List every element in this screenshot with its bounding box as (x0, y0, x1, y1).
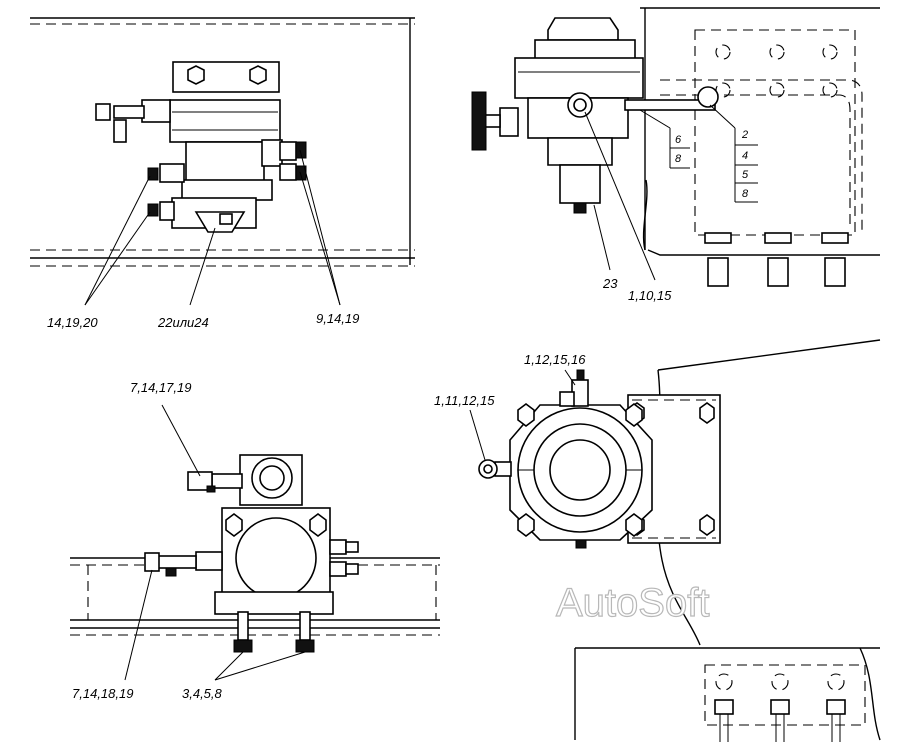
callout-left-6: 6 (675, 134, 682, 146)
label-7-14-18-19: 7,14,18,19 (72, 686, 133, 701)
label-3-4-5-8: 3,4,5,8 (182, 686, 223, 701)
label-9-14-19: 9,14,19 (316, 311, 359, 326)
label-22-or-24: 22или24 (157, 315, 209, 330)
callout-right-4: 4 (742, 150, 748, 162)
view-bottom-right: 1,12,15,16 1,11,12,15 (434, 339, 881, 742)
label-14-19-20: 14,19,20 (47, 315, 98, 330)
view-top-left: 14,19,20 22или24 9,14,19 (30, 17, 415, 330)
label-1-11-12-15: 1,11,12,15 (434, 393, 495, 408)
watermark: AutoSoft (556, 581, 709, 625)
callout-right-2: 2 (741, 129, 748, 141)
label-23: 23 (602, 276, 618, 291)
label-7-14-17-19: 7,14,17,19 (130, 380, 191, 395)
callout-left-8: 8 (675, 153, 682, 165)
label-1-10-15: 1,10,15 (628, 288, 672, 303)
view-bottom-left: 7,14,17,19 7,14,18,19 3,4,5,8 (70, 380, 440, 701)
view-top-right: 6 8 2 4 5 8 23 1,10,15 (471, 7, 880, 303)
callout-right-8: 8 (742, 188, 749, 200)
callout-right-5: 5 (742, 169, 749, 181)
label-1-12-15-16: 1,12,15,16 (524, 352, 586, 367)
